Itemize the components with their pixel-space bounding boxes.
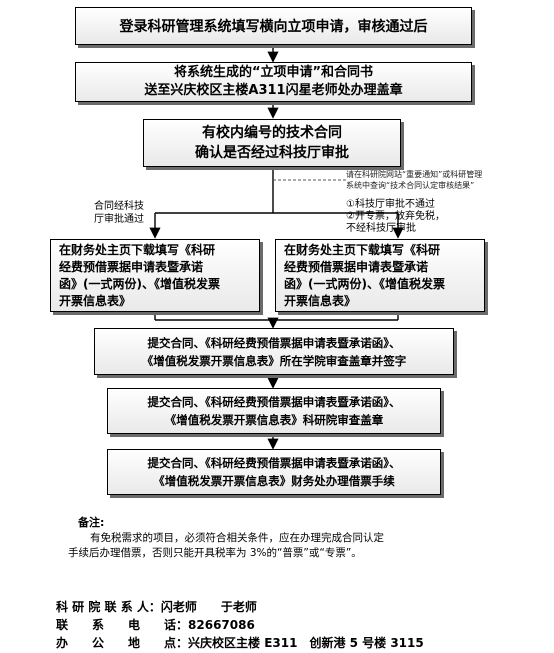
contact-person-label: 科 研 院 联 系 人：	[56, 600, 161, 614]
step-stamp-line2: 送至兴庆校区主楼A311闪星老师处办理盖章	[144, 83, 403, 98]
right-form-line1: 在财务处主页下载填写《科研	[284, 242, 441, 257]
college-review-line2: 《增值税发票开票信息表》所在学院审查盖章并签字	[141, 353, 407, 368]
query-note-line1: 请在科研院网站“重要通知”或科研管理	[346, 170, 483, 179]
branch-not-approved-line2: ②开专票，放弃免税，	[346, 211, 445, 222]
contact-phone-row: 联 系 电 话：82667086	[56, 616, 255, 633]
branch-approved-line2: 厅审批通过	[94, 214, 144, 225]
remarks-line2: 手续后办理借票，否则只能开具税率为 3%的“普票”或“专票”。	[68, 547, 362, 559]
remarks-title: 备注:	[78, 516, 105, 529]
finance-borrow-line1: 提交合同、《科研经费预借票据申请表暨承诺函》、	[147, 456, 401, 470]
branch-not-approved-label: ①科技厅审批不通过 ②开专票，放弃免税， 不经科技厅审批	[346, 199, 445, 235]
step-college-review: 提交合同、《科研经费预借票据申请表暨承诺函》、 《增值税发票开票信息表》所在学院…	[94, 328, 454, 375]
contact-phone-value: 82667086	[188, 618, 255, 632]
college-review-line1: 提交合同、《科研经费预借票据申请表暨承诺函》、	[147, 335, 401, 350]
branch-approved-label: 合同经科技 厅审批通过	[94, 200, 144, 226]
research-review-line1: 提交合同、《科研经费预借票据申请表暨承诺函》、	[147, 395, 401, 409]
step-research-review: 提交合同、《科研经费预借票据申请表暨承诺函》、 《增值税发票开票信息表》科研院审…	[107, 388, 441, 434]
left-form-line4: 开票信息表》	[59, 293, 132, 308]
branch-not-approved-line1: ①科技厅审批不通过	[346, 199, 435, 210]
step-stamp-line1: 将系统生成的“立项申请”和合同书	[173, 65, 374, 80]
branch-not-approved-line3: 不经科技厅审批	[346, 223, 416, 234]
query-note: 请在科研院网站“重要通知”或科研管理 系统中查询“技术合同认定审核结果”	[346, 169, 482, 191]
query-note-line2: 系统中查询“技术合同认定审核结果”	[346, 181, 475, 190]
left-form-line3: 函》(一式两份)、《增值税发票	[59, 276, 220, 291]
step-confirm-approval: 有校内编号的技术合同 确认是否经过科技厅审批	[143, 119, 401, 167]
contact-office-value: 兴庆校区主楼 E311 创新港 5 号楼 3115	[188, 636, 424, 650]
contact-office-row: 办 公 地 点：兴庆校区主楼 E311 创新港 5 号楼 3115	[56, 634, 424, 651]
contact-office-label: 办 公 地 点：	[56, 636, 189, 650]
finance-borrow-line2: 《增值税发票开票信息表》财务处办理借票手续	[153, 474, 395, 488]
contact-person-value: 闪老师 于老师	[160, 600, 257, 614]
branch-approved-line1: 合同经科技	[94, 201, 144, 212]
step-finance-borrow: 提交合同、《科研经费预借票据申请表暨承诺函》、 《增值税发票开票信息表》财务处办…	[107, 449, 441, 495]
contact-phone-label: 联 系 电 话：	[56, 618, 189, 632]
left-form-line2: 经费预借票据申请表暨承诺	[59, 259, 204, 274]
step-register-text: 登录科研管理系统填写横向立项申请，审核通过后	[119, 19, 428, 35]
left-form-line1: 在财务处主页下载填写《科研	[59, 242, 216, 257]
step-confirm-line1: 有校内编号的技术合同	[202, 125, 342, 141]
step-register-apply: 登录科研管理系统填写横向立项申请，审核通过后	[75, 7, 472, 45]
step-stamp-contract: 将系统生成的“立项申请”和合同书 送至兴庆校区主楼A311闪星老师处办理盖章	[75, 62, 472, 102]
remarks-line1: 有免税需求的项目，必须符合相关条件，应在办理完成合同认定	[90, 532, 384, 544]
contact-person-row: 科 研 院 联 系 人：闪老师 于老师	[56, 598, 257, 615]
right-form-line3: 函》(一式两份)、《增值税发票	[284, 276, 445, 291]
research-review-line2: 《增值税发票开票信息表》科研院审查盖章	[164, 413, 384, 427]
step-confirm-line2: 确认是否经过科技厅审批	[195, 145, 349, 161]
step-download-forms-left: 在财务处主页下载填写《科研 经费预借票据申请表暨承诺 函》(一式两份)、《增值税…	[50, 239, 260, 312]
step-download-forms-right: 在财务处主页下载填写《科研 经费预借票据申请表暨承诺 函》(一式两份)、《增值税…	[275, 239, 485, 312]
right-form-line2: 经费预借票据申请表暨承诺	[284, 259, 429, 274]
right-form-line4: 开票信息表》	[284, 293, 357, 308]
